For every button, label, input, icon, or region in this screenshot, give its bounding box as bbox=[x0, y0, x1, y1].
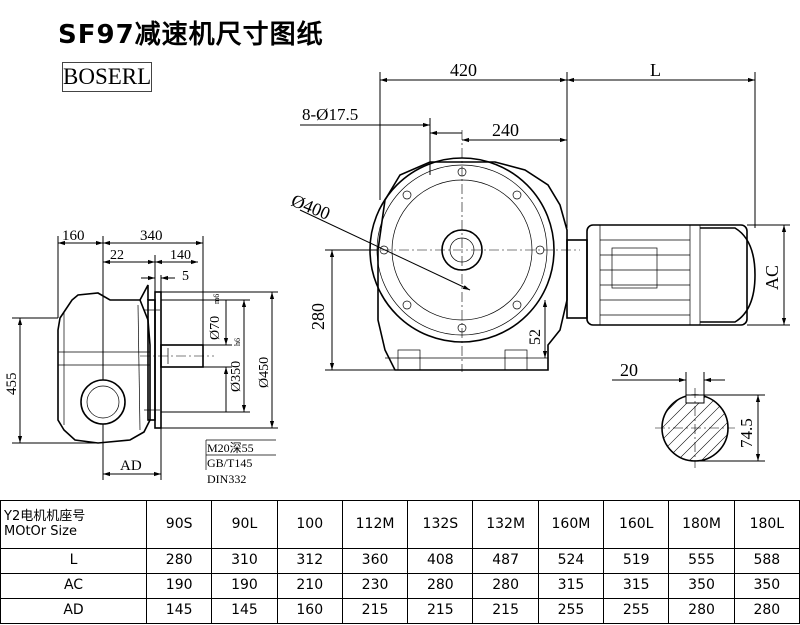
size-cell: 132S bbox=[407, 500, 474, 549]
value-cell: 255 bbox=[537, 598, 605, 624]
dim-5: 5 bbox=[182, 269, 189, 284]
dim-d70: Ø70 bbox=[208, 316, 223, 340]
table-row: AD 145 145 160 215 215 215 255 255 280 2… bbox=[0, 598, 800, 624]
row-label: AD bbox=[0, 598, 147, 624]
dim-420: 420 bbox=[450, 60, 477, 80]
value-cell: 280 bbox=[733, 598, 800, 624]
dim-ac: AC bbox=[762, 265, 782, 290]
value-cell: 519 bbox=[603, 548, 670, 574]
dim-240: 240 bbox=[492, 120, 519, 140]
size-cell: 90L bbox=[211, 500, 278, 549]
header-line-en: MOtOr Size bbox=[4, 523, 77, 539]
row-label: L bbox=[0, 548, 147, 574]
value-cell: 280 bbox=[668, 598, 735, 624]
standard-note-din: DIN332 bbox=[207, 472, 246, 486]
value-cell: 210 bbox=[276, 573, 343, 599]
value-cell: 145 bbox=[211, 598, 278, 624]
value-cell: 280 bbox=[145, 548, 213, 574]
header-line-cn: Y2电机机座号 bbox=[4, 509, 86, 525]
value-cell: 190 bbox=[211, 573, 278, 599]
row-label: AC bbox=[0, 573, 147, 599]
value-cell: 360 bbox=[341, 548, 409, 574]
dim-52: 52 bbox=[527, 329, 544, 345]
dim-455: 455 bbox=[4, 373, 20, 396]
value-cell: 215 bbox=[341, 598, 409, 624]
size-cell: 112M bbox=[341, 500, 409, 549]
value-cell: 190 bbox=[145, 573, 213, 599]
thread-note: M20深55 bbox=[207, 441, 254, 455]
brand-logo: BOSERL bbox=[62, 62, 152, 92]
dim-8-holes: 8-Ø17.5 bbox=[302, 105, 358, 124]
shaft-section: 20 74.5 bbox=[612, 360, 765, 468]
dim-d400: Ø400 bbox=[289, 190, 334, 224]
bolt-holes bbox=[379, 167, 545, 333]
motor bbox=[586, 224, 756, 326]
size-cell: 100 bbox=[276, 500, 343, 549]
value-cell: 215 bbox=[472, 598, 539, 624]
value-cell: 310 bbox=[211, 548, 278, 574]
size-cell: 90S bbox=[145, 500, 213, 549]
value-cell: 524 bbox=[537, 548, 605, 574]
value-cell: 160 bbox=[276, 598, 343, 624]
value-cell: 315 bbox=[603, 573, 670, 599]
dim-74-5: 74.5 bbox=[737, 418, 756, 448]
dim-l: L bbox=[650, 60, 661, 80]
dim-d350: Ø350 bbox=[229, 361, 244, 392]
dim-d450: Ø450 bbox=[257, 357, 272, 388]
size-cell: 132M bbox=[472, 500, 539, 549]
value-cell: 555 bbox=[668, 548, 735, 574]
value-cell: 312 bbox=[276, 548, 343, 574]
value-cell: 315 bbox=[537, 573, 605, 599]
value-cell: 230 bbox=[341, 573, 409, 599]
size-cell: 180L bbox=[733, 500, 800, 549]
value-cell: 255 bbox=[603, 598, 670, 624]
dim-280: 280 bbox=[308, 303, 328, 330]
size-cell: 160M bbox=[537, 500, 605, 549]
dim-22: 22 bbox=[110, 248, 124, 263]
dim-d70-tol: m6 bbox=[212, 294, 221, 304]
value-cell: 280 bbox=[472, 573, 539, 599]
front-view: 420 L 8-Ø17.5 240 Ø400 280 52 AC bbox=[289, 60, 790, 372]
value-cell: 280 bbox=[407, 573, 474, 599]
side-view: 160 340 22 140 5 455 AD Ø70 m6 Ø350 h6 Ø… bbox=[4, 228, 278, 486]
motor-size-table: Y2电机机座号 MOtOr Size 90S 90L 100 112M 132S… bbox=[0, 500, 800, 624]
dim-d350-tol: h6 bbox=[233, 338, 242, 346]
dim-ad: AD bbox=[120, 458, 142, 474]
drawing-canvas: 160 340 22 140 5 455 AD Ø70 m6 Ø350 h6 Ø… bbox=[4, 60, 790, 486]
value-cell: 215 bbox=[407, 598, 474, 624]
size-cell: 160L bbox=[603, 500, 670, 549]
standard-note-gb: GB/T145 bbox=[207, 456, 252, 470]
table-header-cell: Y2电机机座号 MOtOr Size bbox=[0, 500, 147, 549]
value-cell: 408 bbox=[407, 548, 474, 574]
value-cell: 145 bbox=[145, 598, 213, 624]
dim-20: 20 bbox=[620, 360, 638, 380]
page-title: SF97减速机尺寸图纸 bbox=[58, 20, 324, 50]
value-cell: 487 bbox=[472, 548, 539, 574]
value-cell: 350 bbox=[668, 573, 735, 599]
value-cell: 350 bbox=[733, 573, 800, 599]
table-row: L 280 310 312 360 408 487 524 519 555 58… bbox=[0, 548, 800, 574]
size-cell: 180M bbox=[668, 500, 735, 549]
table-row: AC 190 190 210 230 280 280 315 315 350 3… bbox=[0, 573, 800, 599]
dim-340: 340 bbox=[140, 228, 163, 244]
dim-160: 160 bbox=[62, 228, 85, 244]
value-cell: 588 bbox=[733, 548, 800, 574]
dim-140: 140 bbox=[170, 248, 191, 263]
